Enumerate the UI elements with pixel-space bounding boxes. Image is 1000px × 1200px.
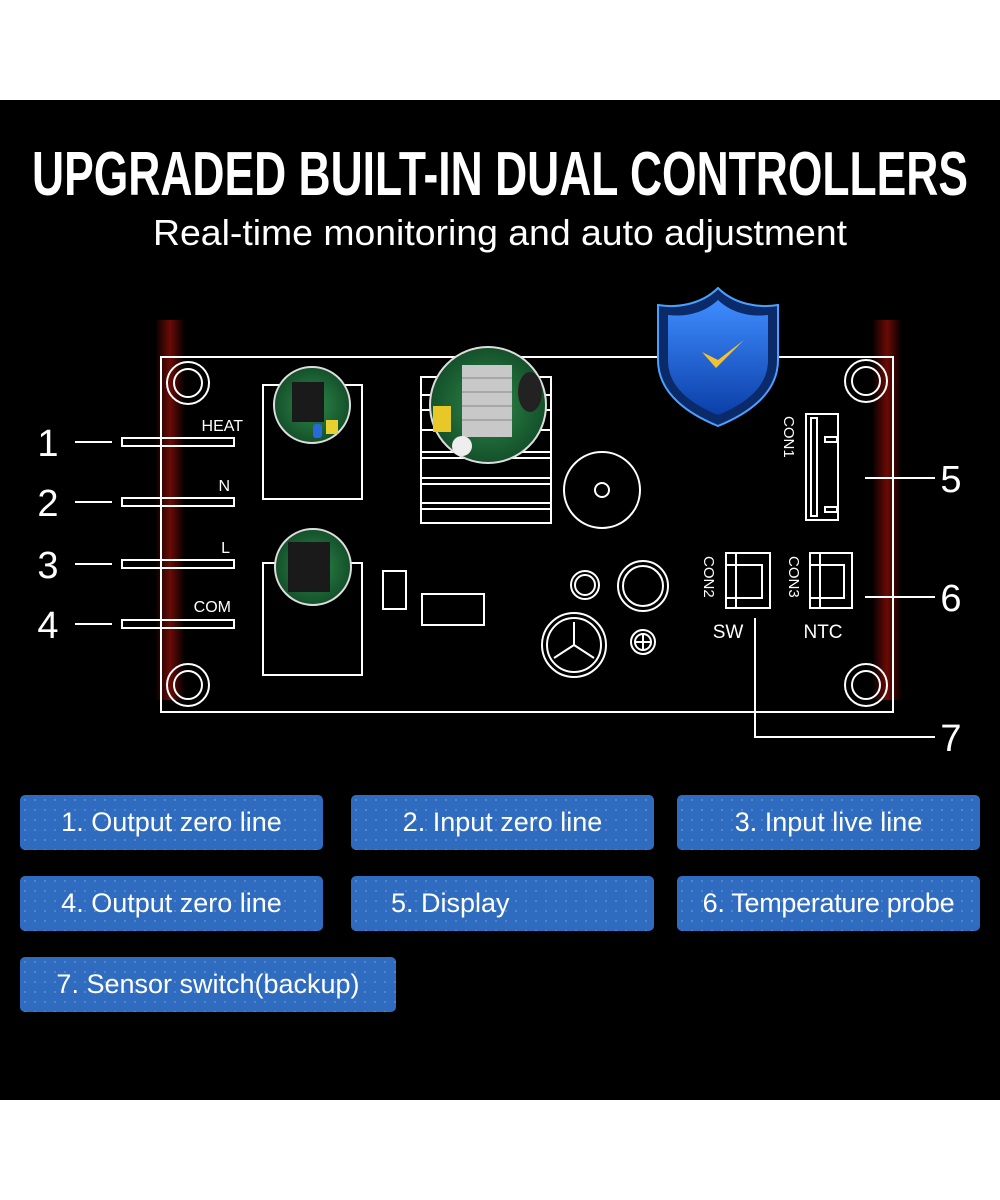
terminal-label-com: COM (194, 599, 231, 616)
component-small (382, 570, 407, 610)
screw-terminal (630, 629, 656, 655)
callout-lines (754, 477, 935, 738)
heatsink-photo (429, 346, 547, 464)
con1-connector (805, 413, 839, 521)
con2-label: CON2 (700, 556, 717, 598)
callout-1: 1 (37, 423, 58, 465)
shield-check-icon (657, 286, 779, 428)
callout-6: 6 (940, 578, 961, 620)
red-glow-left (155, 320, 185, 700)
page-subtitle: Real-time monitoring and auto adjustment (153, 212, 847, 253)
mounting-holes (166, 359, 888, 707)
legend-item-4: 4. Output zero line (20, 876, 323, 931)
relay-photo-1 (273, 366, 351, 444)
terminal-label-heat: HEAT (202, 418, 244, 435)
board-outline (160, 356, 894, 713)
legend-item-5: 5. Display (351, 876, 654, 931)
page-title: UPGRADED BUILT-IN DUAL CONTROLLERS (32, 140, 968, 209)
legend-item-3: 3. Input live line (677, 795, 980, 850)
callout-7: 7 (940, 718, 961, 760)
legend-item-6: 6. Temperature probe (677, 876, 980, 931)
con2-connector (725, 552, 771, 609)
fan-connector (541, 612, 607, 678)
relay-photo-2 (274, 528, 352, 606)
terminal-pins (75, 437, 235, 629)
component-rect (421, 593, 485, 626)
legend-item-1: 1. Output zero line (20, 795, 323, 850)
sw-label: SW (713, 622, 744, 643)
callout-2: 2 (37, 483, 58, 525)
terminal-label-l: L (221, 540, 230, 557)
callout-3: 3 (37, 545, 58, 587)
con3-label: CON3 (785, 556, 802, 598)
callout-4: 4 (37, 605, 58, 647)
con1-label: CON1 (780, 416, 797, 458)
terminal-label-n: N (218, 478, 230, 495)
con3-connector (809, 552, 853, 609)
buzzer (563, 451, 641, 529)
ntc-label: NTC (803, 622, 842, 643)
legend-item-2: 2. Input zero line (351, 795, 654, 850)
legend-item-7: 7. Sensor switch(backup) (20, 957, 396, 1012)
callout-5: 5 (940, 459, 961, 501)
